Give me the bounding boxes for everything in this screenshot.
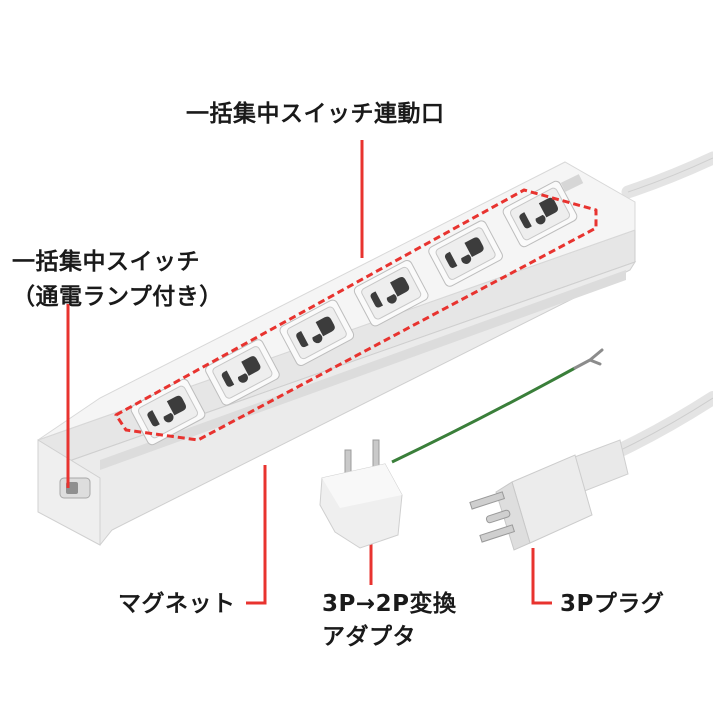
outlet-slot-left bbox=[296, 330, 309, 348]
outlet-slot-right bbox=[315, 316, 335, 337]
outlet-ground-hole bbox=[312, 333, 323, 344]
label-master-switch: 一括集中スイッチ （通電ランプ付き） bbox=[12, 248, 223, 312]
linked-outlets-outline bbox=[114, 188, 598, 442]
outlet-ground-hole bbox=[461, 254, 472, 264]
callout-line-plug bbox=[531, 548, 552, 605]
outlet-ground-hole bbox=[238, 373, 248, 383]
outlet bbox=[205, 339, 280, 406]
label-master-switch-line2: （通電ランプ付き） bbox=[12, 283, 223, 310]
outlet bbox=[502, 180, 578, 248]
label-adapter-line1: 3P→2P変換 bbox=[322, 591, 457, 617]
outlet-ground-hole bbox=[535, 214, 546, 225]
outlet-ground-hole bbox=[386, 294, 397, 304]
outlet-slot-right bbox=[390, 276, 410, 297]
outlet-ground-hole bbox=[163, 412, 174, 423]
brand-label bbox=[560, 174, 584, 192]
ground-wire bbox=[391, 366, 576, 464]
outlet-slot-left bbox=[519, 212, 532, 229]
label-master-switch-line1: 一括集中スイッチ bbox=[12, 249, 200, 275]
label-adapter-line2: アダプタ bbox=[322, 623, 416, 650]
plug-ground-pin bbox=[485, 509, 511, 524]
plug-3p bbox=[469, 454, 593, 551]
power-cord bbox=[621, 151, 713, 199]
outlet-slot-right bbox=[166, 395, 187, 416]
label-plug-3p: 3Pプラグ bbox=[560, 591, 665, 617]
plug-prong-top bbox=[469, 491, 506, 510]
outlet bbox=[279, 299, 355, 366]
strip-base-groove bbox=[100, 270, 626, 470]
outlet bbox=[353, 260, 429, 327]
label-magnet: マグネット bbox=[118, 591, 236, 617]
plug-prong-bottom bbox=[479, 524, 516, 543]
outlet-slot-left bbox=[444, 251, 458, 268]
adapter-top bbox=[322, 464, 402, 508]
power-cord-edge bbox=[627, 157, 713, 193]
outlet-group bbox=[130, 180, 578, 446]
outlet-slot-left bbox=[370, 291, 384, 308]
outlet bbox=[428, 220, 503, 287]
label-adapter: 3P→2P変換 アダプタ bbox=[322, 590, 457, 652]
plug-cord bbox=[603, 391, 713, 462]
outlet-slot-right bbox=[241, 356, 261, 376]
label-switch-linked-outlets: 一括集中スイッチ連動口 bbox=[186, 101, 445, 127]
outlet bbox=[130, 378, 206, 446]
adapter-3p-to-2p bbox=[319, 439, 403, 549]
callout-line-magnet bbox=[246, 465, 267, 605]
outlet-slot-right bbox=[538, 197, 559, 218]
outlet-slot-left bbox=[147, 410, 160, 427]
ground-terminal bbox=[573, 348, 604, 370]
outlet-slot-left bbox=[221, 370, 235, 387]
outlet-slot-right bbox=[464, 237, 484, 258]
